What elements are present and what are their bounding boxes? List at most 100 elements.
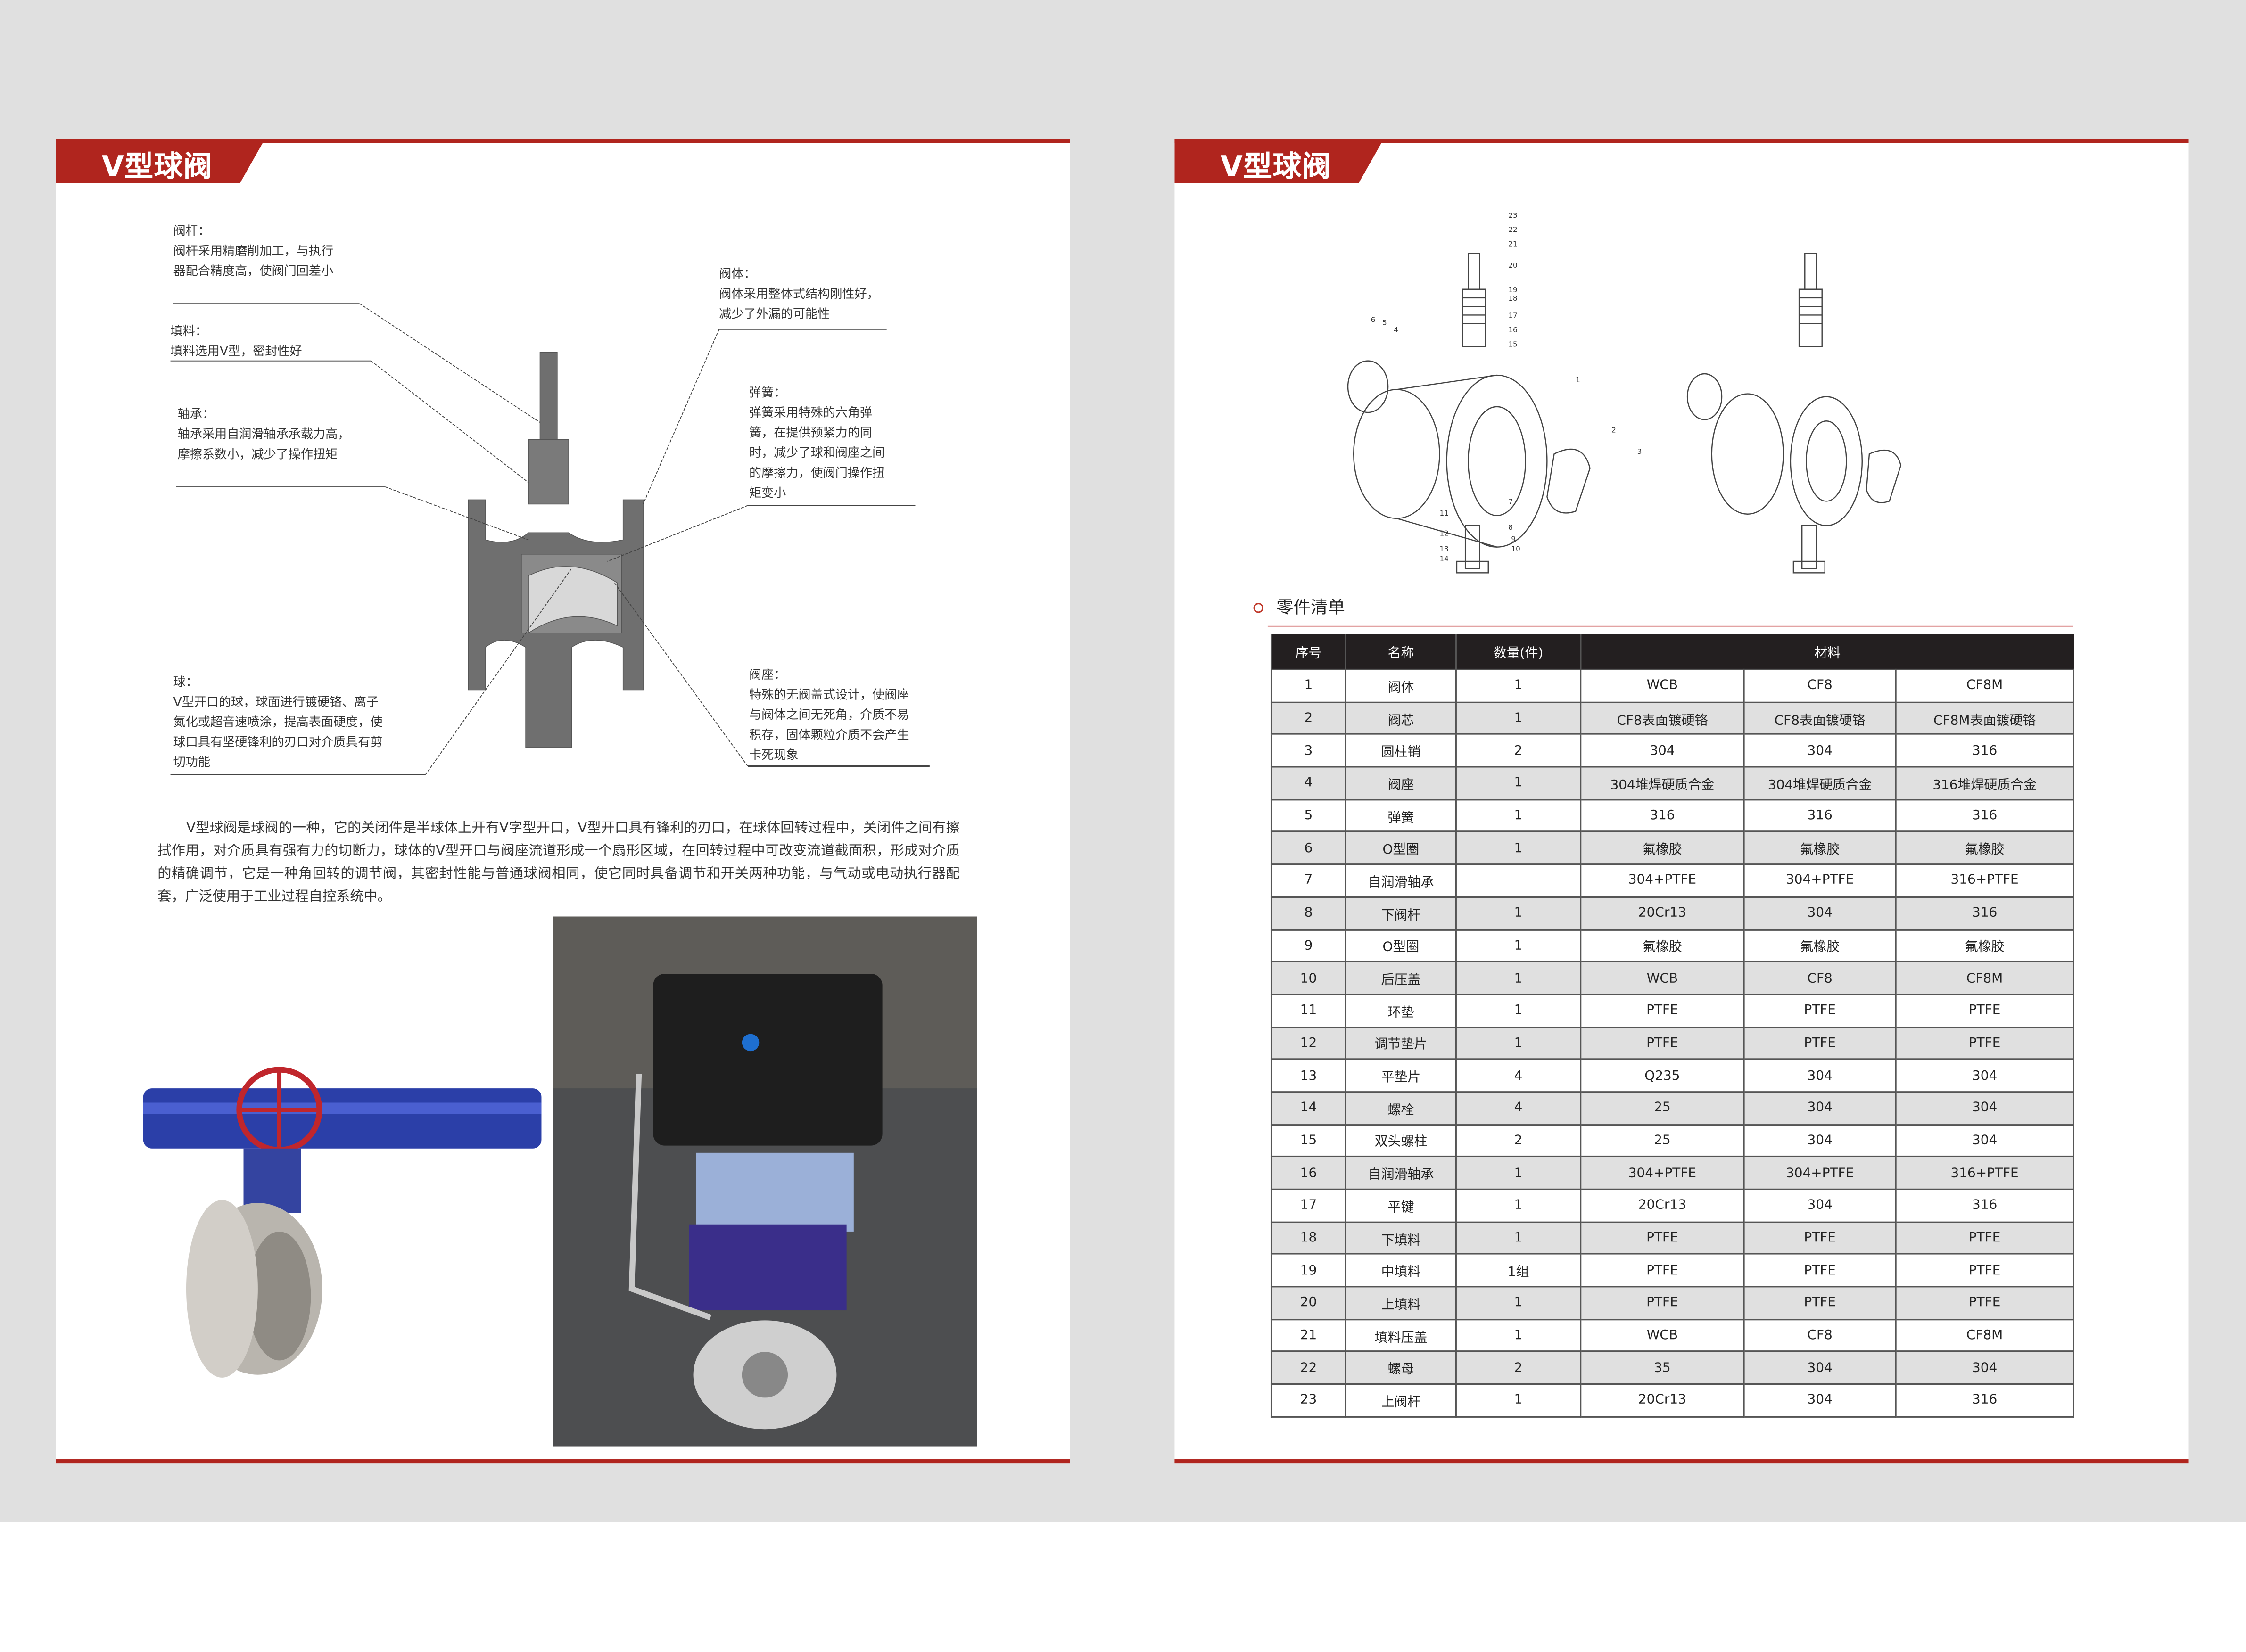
annotation-text: 弹簧采用特殊的六角弹簧，在提供预紧力的同时，减少了球和阀座之间的摩擦力，使阀门操… xyxy=(749,406,885,501)
cell-index: 15 xyxy=(1270,1123,1347,1158)
cell-material-2: 氟橡胶 xyxy=(1743,831,1897,865)
annotation-text: 填料选用V型，密封性好 xyxy=(170,345,302,360)
cell-quantity: 1 xyxy=(1455,1026,1582,1060)
cell-material-1: 25 xyxy=(1580,1091,1745,1125)
part-label: 3 xyxy=(1637,447,1642,456)
cell-name: O型圈 xyxy=(1345,929,1457,963)
part-label: 7 xyxy=(1508,497,1513,506)
cell-index: 3 xyxy=(1270,733,1347,768)
cell-material-2: PTFE xyxy=(1743,1221,1897,1255)
cell-material-1: PTFE xyxy=(1580,1221,1745,1255)
cell-name: 中填料 xyxy=(1345,1253,1457,1288)
header-quantity: 数量(件) xyxy=(1455,634,1581,670)
top-rule xyxy=(1174,139,2189,143)
bottom-rule xyxy=(1174,1459,2189,1464)
cell-material-1: 316 xyxy=(1580,798,1745,833)
cell-index: 19 xyxy=(1270,1253,1347,1288)
cell-material-2: 304 xyxy=(1743,733,1897,768)
cell-index: 20 xyxy=(1270,1286,1347,1320)
cell-material-3: PTFE xyxy=(1895,1253,2074,1288)
cell-material-3: PTFE xyxy=(1895,1286,2074,1320)
cell-quantity: 1 xyxy=(1455,668,1582,703)
cell-material-1: PTFE xyxy=(1580,994,1745,1028)
cell-index: 17 xyxy=(1270,1188,1347,1223)
cell-material-2: 304 xyxy=(1743,1059,1897,1093)
cell-material-2: 304堆焊硬质合金 xyxy=(1743,766,1897,800)
cell-material-3: CF8M xyxy=(1895,961,2074,995)
cell-index: 14 xyxy=(1270,1091,1347,1125)
cell-material-3: PTFE xyxy=(1895,1221,2074,1255)
part-label: 19 xyxy=(1508,286,1517,294)
cell-material-3: 316 xyxy=(1895,896,2074,930)
annotation-body: 阀体：阀体采用整体式结构刚性好，减少了外漏的可能性 xyxy=(719,265,879,325)
part-label: 21 xyxy=(1508,240,1517,248)
cell-name: 圆柱销 xyxy=(1345,733,1457,768)
cell-index: 5 xyxy=(1270,798,1347,833)
cell-name: 下阀杆 xyxy=(1345,896,1457,930)
page-title: V型球阀 xyxy=(101,148,213,183)
cell-name: 弹簧 xyxy=(1345,798,1457,833)
cell-material-1: WCB xyxy=(1580,1318,1745,1353)
cell-material-1: 304 xyxy=(1580,733,1745,768)
cell-index: 13 xyxy=(1270,1059,1347,1093)
cell-quantity: 1 xyxy=(1455,896,1582,930)
cell-material-3: 304 xyxy=(1895,1123,2074,1158)
cell-quantity: 2 xyxy=(1455,1123,1582,1158)
cell-name: 双头螺柱 xyxy=(1345,1123,1457,1158)
annotation-title: 阀体： xyxy=(719,268,756,282)
cell-material-3: 304 xyxy=(1895,1059,2074,1093)
header-name: 名称 xyxy=(1345,634,1456,670)
top-rule xyxy=(56,139,1070,143)
cell-material-2: 304 xyxy=(1743,896,1897,930)
part-label: 18 xyxy=(1508,294,1517,303)
section-heading: 零件清单 xyxy=(1253,594,1345,619)
cell-material-1: PTFE xyxy=(1580,1026,1745,1060)
exploded-view-diagram: 23 22 21 20 19 18 17 16 15 1 2 3 4 5 6 7… xyxy=(1347,211,1902,574)
part-label: 2 xyxy=(1611,426,1616,435)
cell-material-2: PTFE xyxy=(1743,1253,1897,1288)
cell-material-2: 304+PTFE xyxy=(1743,1156,1897,1190)
cell-index: 7 xyxy=(1270,863,1347,898)
cell-index: 10 xyxy=(1270,961,1347,995)
annotation-packing: 填料：填料选用V型，密封性好 xyxy=(171,322,371,362)
cell-material-3: 氟橡胶 xyxy=(1895,929,2074,963)
header-index: 序号 xyxy=(1270,634,1346,670)
annotation-text: V型开口的球，球面进行镀硬铬、离子氮化或超音速喷涂，提高表面硬度，使球口具有坚硬… xyxy=(173,696,383,771)
annotation-title: 轴承： xyxy=(177,408,215,423)
cell-quantity: 1 xyxy=(1455,1221,1582,1255)
cell-material-2: 304 xyxy=(1743,1351,1897,1385)
cell-material-3: 氟橡胶 xyxy=(1895,831,2074,865)
annotation-text: 轴承采用自润滑轴承承载力高，摩擦系数小，减少了操作扭矩 xyxy=(177,428,350,463)
part-label: 14 xyxy=(1439,555,1448,563)
cell-material-1: 304堆焊硬质合金 xyxy=(1580,766,1745,800)
cell-index: 22 xyxy=(1270,1351,1347,1385)
cell-name: O型圈 xyxy=(1345,831,1457,865)
cell-quantity: 1组 xyxy=(1455,1253,1582,1288)
cell-quantity: 1 xyxy=(1455,1188,1582,1223)
cell-material-1: WCB xyxy=(1580,961,1745,995)
cell-name: 自润滑轴承 xyxy=(1345,863,1457,898)
cell-quantity: 4 xyxy=(1455,1059,1582,1093)
cell-index: 2 xyxy=(1270,701,1347,735)
cell-quantity: 1 xyxy=(1455,701,1582,735)
table-header-row: 序号 名称 数量(件) 材料 xyxy=(1270,634,2073,670)
header-material: 材料 xyxy=(1580,634,2073,670)
part-label: 23 xyxy=(1508,211,1517,220)
cell-name: 环垫 xyxy=(1345,994,1457,1028)
cell-quantity: 1 xyxy=(1455,994,1582,1028)
